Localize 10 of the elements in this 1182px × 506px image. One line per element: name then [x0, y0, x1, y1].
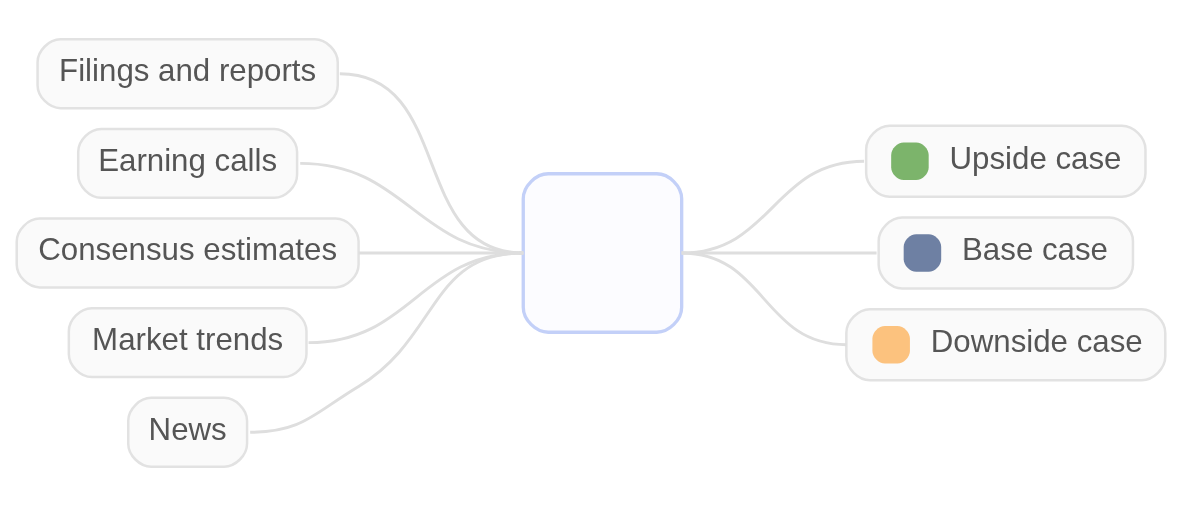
- node-box: Consensus estimates: [15, 217, 360, 289]
- node-box: Market trends: [67, 307, 308, 379]
- node-box: News: [127, 396, 249, 468]
- node-box: Earning calls: [76, 127, 299, 199]
- node-box: Downside case: [845, 308, 1167, 382]
- node-box: Upside case: [864, 124, 1147, 198]
- node-box: [521, 172, 684, 334]
- node-box: Filings and reports: [36, 38, 339, 110]
- connector: [681, 251, 847, 347]
- node-box: Base case: [877, 216, 1135, 290]
